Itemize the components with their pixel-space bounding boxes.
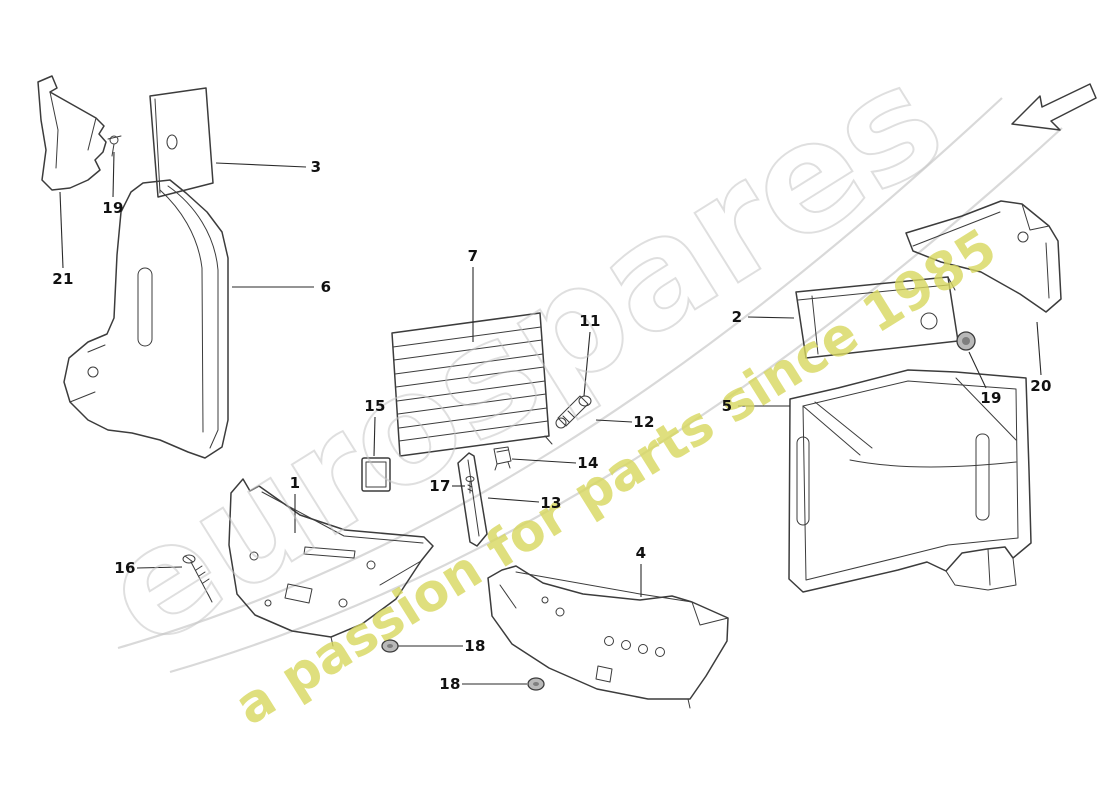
part-label-11-5[interactable]: 11 (579, 312, 601, 330)
part-16-drawing (182, 554, 213, 603)
part-14-drawing (493, 446, 512, 471)
part-label-3-0[interactable]: 3 (310, 158, 322, 176)
part-label-21-1[interactable]: 21 (52, 270, 74, 288)
part-11-12-drawing (555, 395, 592, 429)
part-label-13-11[interactable]: 13 (540, 494, 562, 512)
part-18a-drawing (381, 639, 399, 653)
part-20-drawing (905, 200, 1062, 313)
part-5-drawing (788, 369, 1032, 593)
part-1-drawing (228, 478, 434, 647)
part-label-14-8[interactable]: 14 (577, 454, 599, 472)
direction-arrow-icon (1011, 83, 1097, 131)
part-label-15-9[interactable]: 15 (364, 397, 386, 415)
part-4-drawing (487, 565, 729, 709)
part-label-17-10[interactable]: 17 (429, 477, 451, 495)
swoosh-band (117, 97, 1063, 674)
part-19-left-drawing (107, 135, 122, 157)
part-label-7-4[interactable]: 7 (467, 247, 479, 265)
part-19-right-drawing (956, 331, 976, 351)
part-label-19-13[interactable]: 19 (980, 389, 1002, 407)
part-label-5-12[interactable]: 5 (721, 397, 733, 415)
part-label-4-17[interactable]: 4 (635, 544, 647, 562)
watermark: eurospares a passion for parts since 198… (74, 31, 1007, 738)
part-7-drawing (391, 312, 553, 457)
part-label-2-6[interactable]: 2 (731, 308, 743, 326)
part-3-drawing (149, 87, 214, 198)
part-18b-drawing (527, 677, 545, 691)
part-label-19-2[interactable]: 19 (102, 199, 124, 217)
part-21-drawing (37, 75, 107, 191)
part-label-18-18[interactable]: 18 (464, 637, 486, 655)
part-label-20-14[interactable]: 20 (1030, 377, 1052, 395)
part-label-1-15[interactable]: 1 (289, 474, 301, 492)
part-label-12-7[interactable]: 12 (633, 413, 655, 431)
part-label-16-16[interactable]: 16 (114, 559, 136, 577)
part-15-drawing (361, 457, 391, 492)
part-label-6-3[interactable]: 6 (320, 278, 332, 296)
part-6-drawing (63, 179, 229, 459)
part-label-18-19[interactable]: 18 (439, 675, 461, 693)
part-13-drawing (457, 452, 488, 547)
leader-lines (59, 151, 1042, 685)
